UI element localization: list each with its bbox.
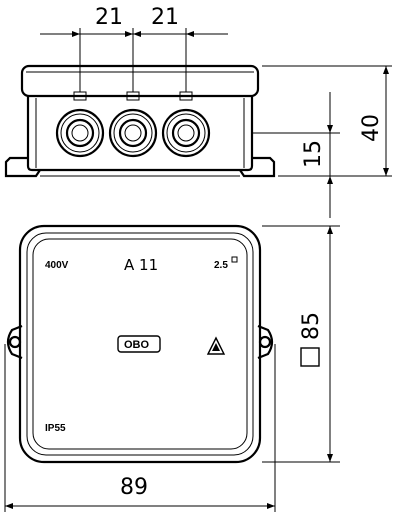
cable-gland-right [161,91,211,158]
brand-logo: OBO [117,335,161,353]
cable-gland-center [108,91,158,158]
dimension-top-left: 21 [95,5,123,30]
dimension-square-side: 85 [299,312,324,340]
svg-text:OBO: OBO [124,339,150,351]
square-icon [300,347,320,367]
vde-mark-icon [206,336,226,355]
protection-label: IP55 [45,423,66,434]
cable-gland-left [55,91,105,158]
side-view: 21 21 [4,5,392,218]
voltage-label: 400V [45,260,69,271]
model-label: A 11 [124,256,158,274]
square-superscript-icon [231,256,238,263]
cross-section-label: 2.5 [214,260,228,271]
dimension-width-bottom: 89 [120,475,148,500]
dimension-height-total: 40 [359,114,384,142]
dimension-top-right: 21 [151,5,179,30]
dimension-height-lower: 15 [301,140,326,168]
top-view: 400V A 11 2.5 IP55 OBO 85 89 [4,224,340,512]
